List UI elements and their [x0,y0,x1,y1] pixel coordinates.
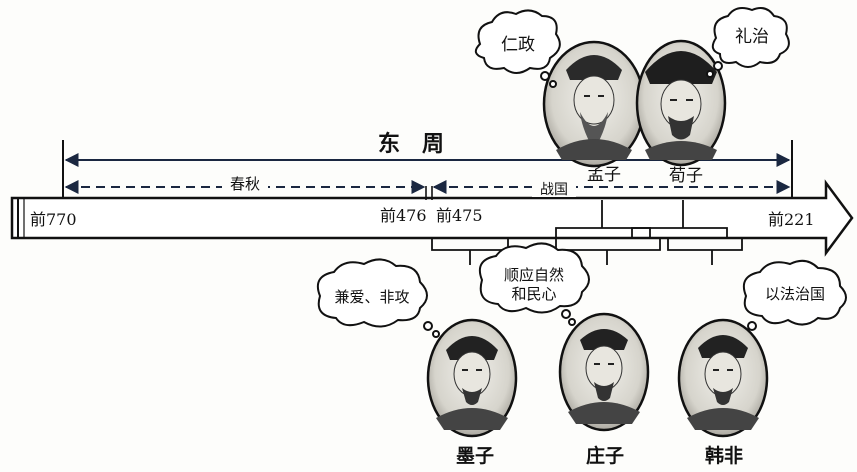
zhuangzi-idea-line1: 顺应自然 [504,266,564,284]
xunzi-portrait [635,39,727,167]
hanfei-idea: 以法治国 [765,285,825,303]
zhuangzi-idea-line2: 和民心 [511,285,556,303]
upper-lifespan-brackets [555,200,728,238]
timeline-bar [10,179,854,257]
xunzi-idea: 礼治 [735,27,769,47]
mozi-idea: 兼爱、非攻 [334,288,409,306]
warring-states-label: 战国 [540,182,568,198]
mozi-name: 墨子 [456,445,494,467]
mengzi-name: 孟子 [587,165,621,185]
zhuangzi-portrait [558,312,650,432]
xunzi-name: 荀子 [669,166,703,186]
year-475bc: 前475 [436,206,483,225]
hanfei-portrait [677,318,769,438]
lower-lifespan-brackets [431,238,743,265]
dongzhou-label: 东 周 [378,131,444,157]
mengzi-portrait [542,40,646,168]
year-221bc: 前221 [768,210,815,229]
zhuangzi-thought-bubble [478,242,590,326]
mengzi-thought-bubble [474,9,561,88]
xunzi-thought-bubble [706,7,790,78]
mozi-thought-bubble [316,258,440,338]
spring-autumn-label: 春秋 [230,175,260,193]
hanfei-name: 韩非 [705,444,743,467]
year-770bc: 前770 [30,210,77,229]
zhuangzi-name: 庄子 [586,444,624,467]
year-476bc: 前476 [380,206,427,225]
mozi-portrait [426,318,518,438]
mengzi-idea: 仁政 [501,35,535,55]
